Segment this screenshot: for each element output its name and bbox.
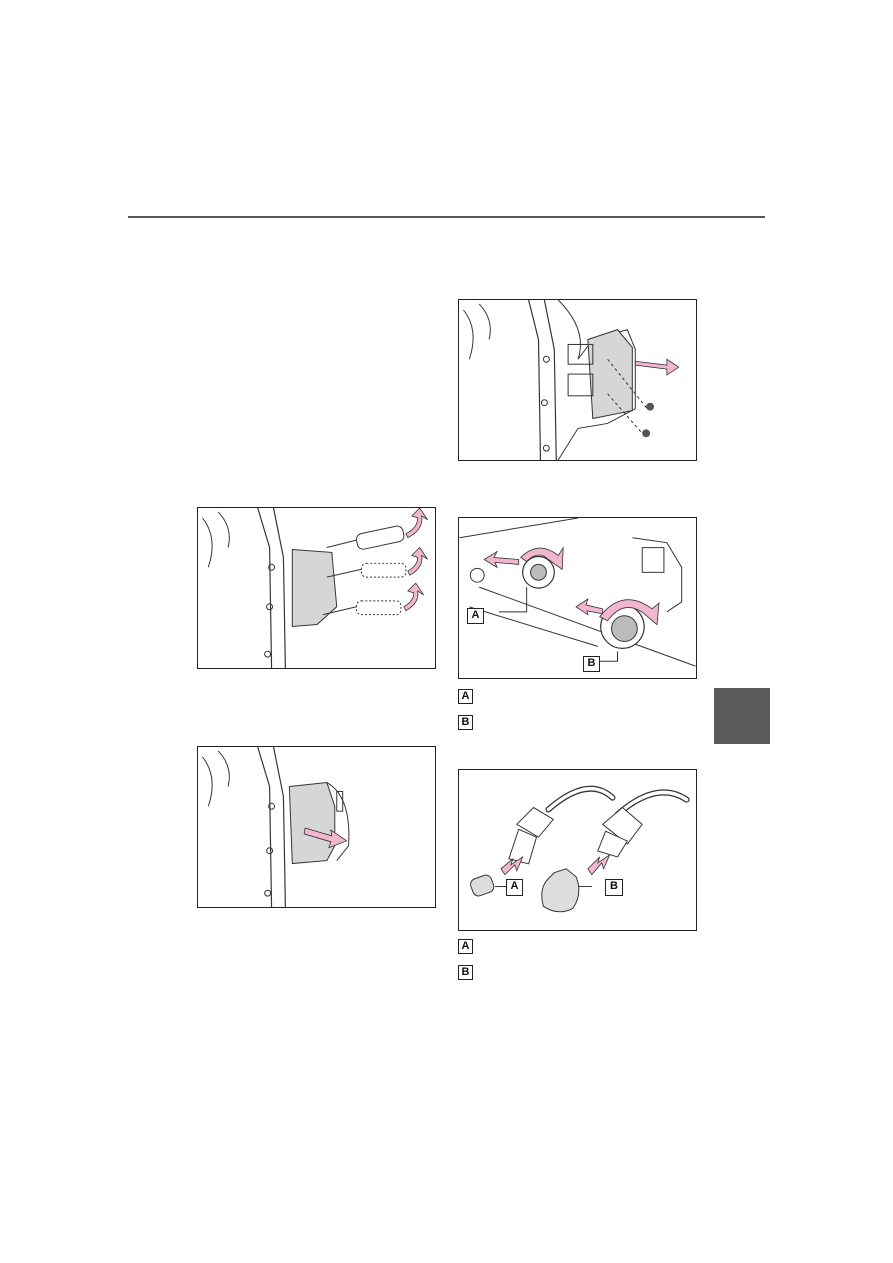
socket-callout-a: A — [467, 608, 484, 624]
figure-socket-turn: A B — [458, 517, 697, 679]
legend-socket-a: A — [458, 689, 473, 704]
figure-bumper-cover — [458, 299, 697, 461]
header-rule — [128, 216, 765, 218]
section-tab — [714, 688, 770, 744]
figure-cover-slide — [197, 746, 436, 908]
figure-screw-removal — [197, 507, 436, 669]
legend-bulb-a: A — [458, 939, 473, 954]
bulb-callout-a: A — [506, 879, 523, 896]
legend-socket-b: B — [458, 715, 473, 730]
socket-callout-b: B — [583, 656, 600, 672]
screw-removal-illustration — [202, 508, 428, 668]
bulb-callout-b: B — [605, 879, 623, 896]
bumper-cover-illustration — [463, 300, 680, 460]
legend-bulb-b: B — [458, 965, 473, 980]
bulb-removal-illustration — [470, 785, 690, 913]
socket-turn-illustration — [459, 518, 696, 667]
figure-bulb-removal: A B — [458, 769, 697, 931]
cover-slide-illustration — [202, 747, 350, 907]
